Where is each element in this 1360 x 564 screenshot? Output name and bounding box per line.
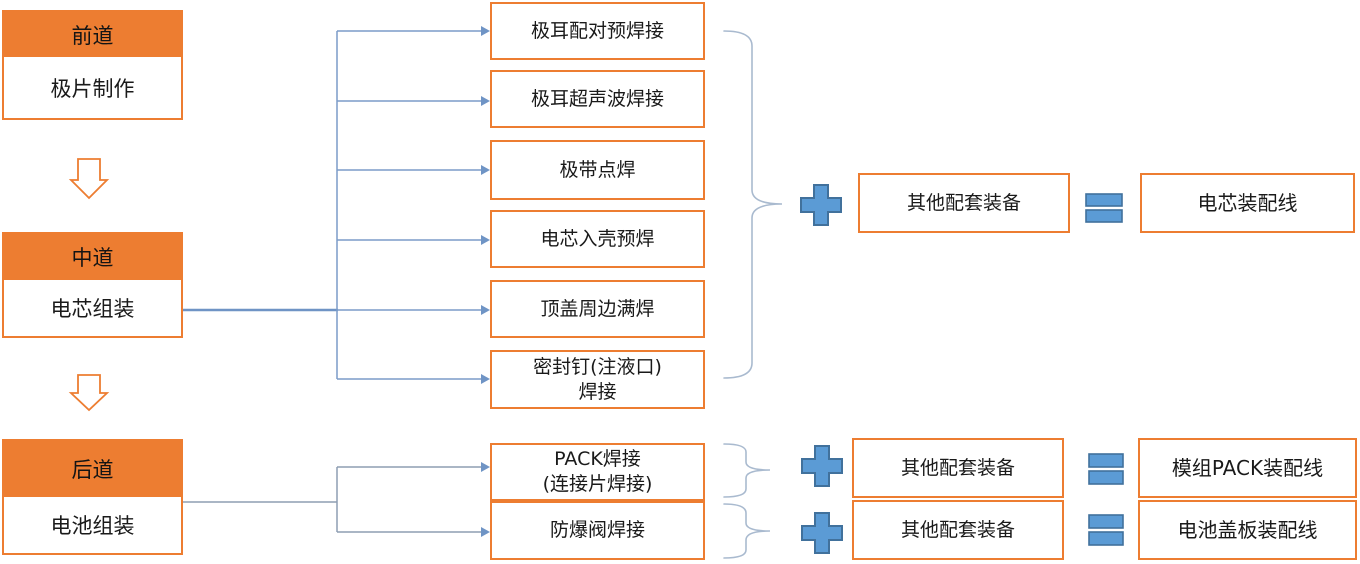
arrowhead-icon <box>481 26 490 384</box>
process-box-cell-casing-preweld: 电芯入壳预焊 <box>490 210 705 268</box>
curly-brace-icon <box>723 30 783 559</box>
equipment-box: 其他配套装备 <box>852 438 1064 498</box>
arrowhead-icon <box>481 462 490 537</box>
result-box-module-pack-line: 模组PACK装配线 <box>1138 438 1357 498</box>
stage-front-body: 极片制作 <box>4 57 181 118</box>
result-label: 电池盖板装配线 <box>1177 517 1318 542</box>
process-label: 极带点焊 <box>559 158 636 181</box>
plus-icon <box>801 445 843 487</box>
equipment-box: 其他配套装备 <box>852 500 1064 560</box>
result-label: 模组PACK装配线 <box>1171 455 1324 480</box>
process-label: PACK焊接 <box>554 448 641 470</box>
result-label: 电芯装配线 <box>1197 190 1298 215</box>
cell-connector-lines <box>183 30 482 380</box>
process-label: 顶盖周边满焊 <box>540 297 655 320</box>
process-box-vent-weld: 防爆阀焊接 <box>490 501 705 560</box>
equals-icon <box>1085 193 1123 223</box>
result-box-cover-plate-line: 电池盖板装配线 <box>1138 500 1357 560</box>
process-box-strip-spot-weld: 极带点焊 <box>490 140 705 200</box>
process-box-tab-pair-preweld: 极耳配对预焊接 <box>490 2 705 60</box>
stage-front: 前道 极片制作 <box>2 10 183 120</box>
stage-rear-header: 后道 <box>4 441 181 497</box>
process-label: 密封钉(注液口) <box>533 355 662 378</box>
process-label-line2: 焊接 <box>578 380 617 403</box>
equals-icon <box>1088 453 1124 485</box>
plus-icon <box>800 184 842 226</box>
equipment-label: 其他配套装备 <box>900 518 1015 541</box>
process-label: 电芯入壳预焊 <box>540 227 655 250</box>
process-label-line2: (连接片焊接) <box>542 473 653 495</box>
pack-connector-lines <box>183 466 482 533</box>
process-box-pack-weld: PACK焊接 (连接片焊接) <box>490 443 705 501</box>
process-label: 极耳配对预焊接 <box>530 19 664 42</box>
process-box-seal-pin-weld: 密封钉(注液口) 焊接 <box>490 350 705 409</box>
stage-rear-body: 电池组装 <box>4 497 181 553</box>
stage-middle-body: 电芯组装 <box>4 280 181 336</box>
equipment-label: 其他配套装备 <box>900 456 1015 479</box>
plus-icon <box>801 512 843 554</box>
equipment-box: 其他配套装备 <box>858 173 1070 233</box>
stage-front-header: 前道 <box>4 12 181 57</box>
equals-icon <box>1088 514 1124 546</box>
process-box-tab-ultrasonic-weld: 极耳超声波焊接 <box>490 70 705 128</box>
stage-middle: 中道 电芯组装 <box>2 232 183 338</box>
equipment-label: 其他配套装备 <box>906 191 1021 214</box>
process-box-topcap-full-weld: 顶盖周边满焊 <box>490 280 705 338</box>
process-label: 极耳超声波焊接 <box>530 87 664 110</box>
stage-rear: 后道 电池组装 <box>2 439 183 555</box>
stage-middle-header: 中道 <box>4 234 181 280</box>
result-box-cell-assembly-line: 电芯装配线 <box>1140 173 1355 233</box>
process-label: 防爆阀焊接 <box>549 519 645 541</box>
down-arrow-icon <box>68 158 110 412</box>
